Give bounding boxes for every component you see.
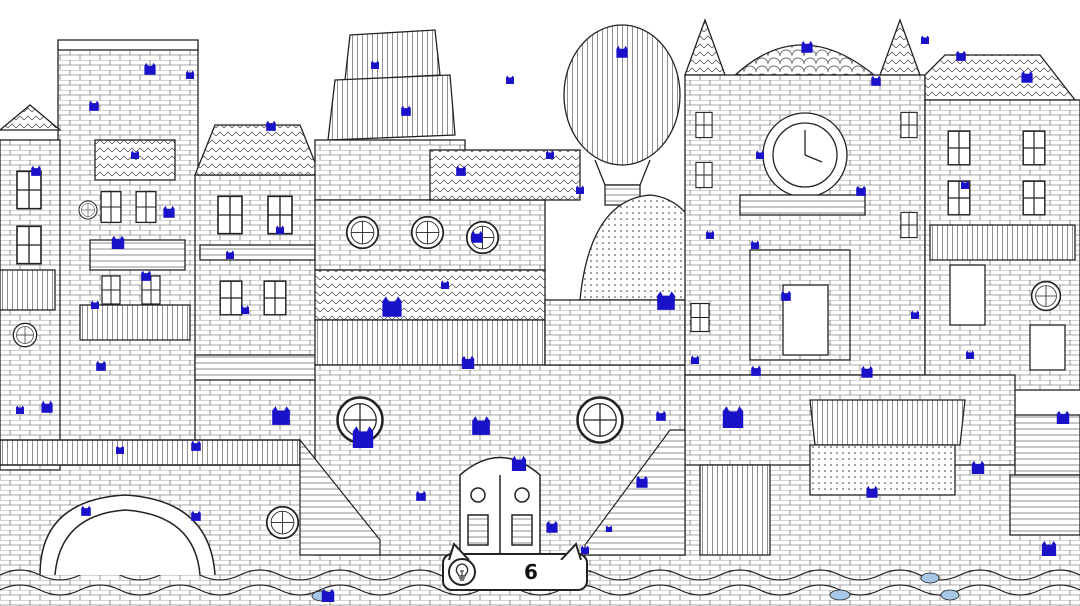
hint-button[interactable] bbox=[448, 558, 476, 586]
lightbulb-icon bbox=[455, 563, 469, 581]
cat-ear-left-icon bbox=[448, 542, 470, 560]
cat-ear-right-icon bbox=[560, 542, 582, 560]
hidden-cat-14[interactable] bbox=[266, 120, 276, 131]
hidden-cat-29[interactable] bbox=[506, 75, 514, 85]
hidden-cat-42[interactable] bbox=[801, 40, 813, 53]
hidden-cat-46[interactable] bbox=[921, 35, 929, 45]
remaining-cats-count: 6 bbox=[524, 560, 538, 584]
hidden-cat-53[interactable] bbox=[1056, 410, 1070, 424]
hidden-cats-counter-panel: 6 bbox=[442, 542, 588, 591]
hidden-cat-47[interactable] bbox=[956, 50, 966, 61]
